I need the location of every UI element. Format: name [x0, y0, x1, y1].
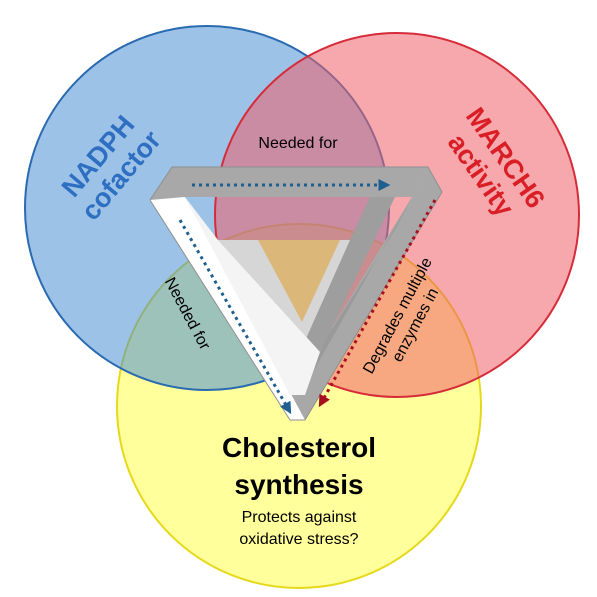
- triangle-inner-shade: [300, 197, 395, 352]
- triangle-top-bar: [150, 167, 428, 200]
- cholesterol-note-line1: Protects against: [242, 509, 357, 526]
- cholesterol-title-line1: Cholesterol: [222, 432, 376, 463]
- arrow-nadph-to-cholesterol: [178, 219, 292, 415]
- cholesterol-note-line2: oxidative stress?: [239, 531, 358, 548]
- triangle-hole: [258, 240, 340, 322]
- relation-nadph-march6: Needed for: [258, 135, 338, 152]
- penrose-triangle: [149, 166, 443, 421]
- cholesterol-title-line2: synthesis: [234, 469, 363, 500]
- triangle-left-bar: [150, 197, 305, 420]
- triangle-left-bar-edge: [185, 197, 320, 395]
- triangle-right-bar: [290, 167, 442, 420]
